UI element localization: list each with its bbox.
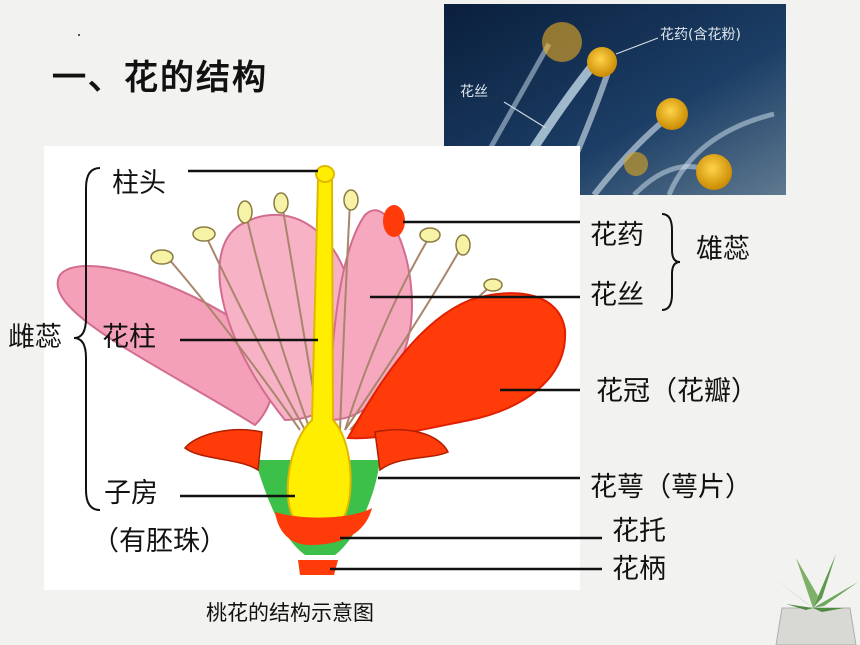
label-stigma: 柱头 (112, 168, 166, 199)
decorative-dot (78, 34, 80, 36)
label-anther: 花药 (590, 220, 644, 251)
diagram-caption: 桃花的结构示意图 (206, 601, 374, 625)
label-style: 花柱 (102, 322, 156, 353)
succulent-plant-image (774, 554, 858, 645)
photo-label-anther: 花药(含花粉) (660, 27, 741, 43)
label-pedicel: 花柄 (612, 554, 666, 585)
label-receptacle: 花托 (612, 516, 666, 547)
label-corolla: 花冠（花瓣） (596, 376, 758, 407)
page-title: 一、花的结构 (52, 58, 268, 98)
label-calyx: 花萼（萼片） (590, 472, 752, 503)
label-filament: 花丝 (590, 280, 644, 311)
label-ovary: 子房 (104, 478, 158, 509)
label-stamen: 雄蕊 (696, 234, 750, 265)
label-pistil: 雌蕊 (8, 322, 62, 353)
photo-label-filament: 花丝 (460, 84, 488, 100)
label-ovule: （有胚珠） (92, 526, 227, 557)
